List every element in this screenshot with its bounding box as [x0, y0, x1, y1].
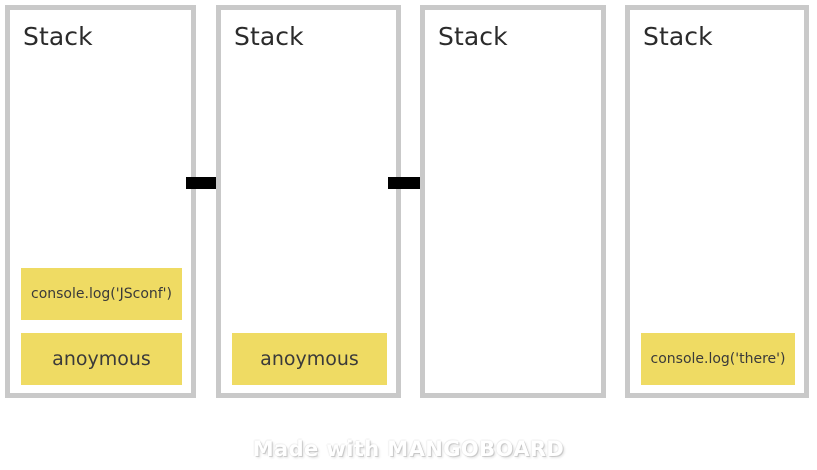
stack-frame-list: anoymous: [232, 333, 387, 385]
stack-frame-list: console.log('JSconf') anoymous: [21, 268, 182, 385]
panel-title: Stack: [438, 22, 508, 51]
panel-title: Stack: [23, 22, 93, 51]
watermark: Made with MANGOBOARD: [252, 437, 565, 461]
stack-frame-label: anoymous: [260, 348, 359, 370]
stack-frame-label: console.log('there'): [650, 351, 786, 367]
stack-frame: console.log('JSconf'): [21, 268, 182, 320]
stack-panel-3: Stack: [420, 5, 606, 398]
stack-panel-1: Stack console.log('JSconf') anoymous: [5, 5, 196, 398]
stack-frame-list: console.log('there'): [641, 333, 795, 385]
panel-title: Stack: [234, 22, 304, 51]
stack-panel-2: Stack anoymous: [216, 5, 401, 398]
stack-frame-label: anoymous: [52, 348, 151, 370]
stack-frame: anoymous: [21, 333, 182, 385]
panel-title: Stack: [643, 22, 713, 51]
stack-panel-4: Stack console.log('there'): [625, 5, 809, 398]
stack-frame: anoymous: [232, 333, 387, 385]
stack-frame: console.log('there'): [641, 333, 795, 385]
stack-frame-label: console.log('JSconf'): [31, 286, 172, 302]
